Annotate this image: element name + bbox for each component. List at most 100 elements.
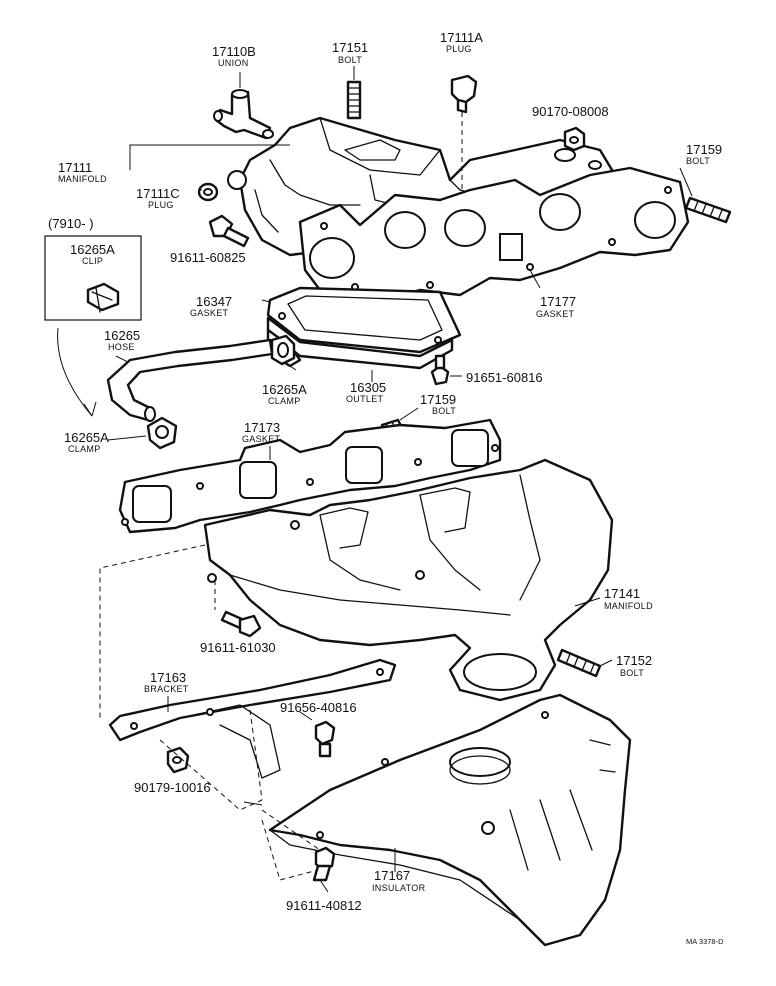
callout-91611-40812: 91611-40812 (286, 898, 362, 913)
svg-text:17159: 17159 (686, 142, 722, 157)
bolt-91611-61030 (220, 610, 262, 638)
callout-16265A-clamp-upper: 16265A CLAMP (262, 382, 307, 406)
clip-detail-box (44, 235, 142, 417)
callout-16347: 16347 GASKET (190, 294, 232, 318)
svg-text:91611-61030: 91611-61030 (200, 640, 276, 655)
svg-text:MANIFOLD: MANIFOLD (604, 601, 653, 611)
svg-text:BOLT: BOLT (432, 406, 456, 416)
callout-90170-08008: 90170-08008 (532, 104, 609, 119)
svg-text:BOLT: BOLT (620, 668, 644, 678)
callout-17159-upper: 17159 BOLT (686, 142, 722, 166)
bolt-91611-60825 (208, 214, 250, 248)
gasket-17177 (298, 166, 690, 302)
svg-text:17167: 17167 (374, 868, 410, 883)
callout-17167: 17167 INSULATOR (372, 868, 426, 893)
svg-text:BRACKET: BRACKET (144, 684, 189, 694)
svg-text:90170-08008: 90170-08008 (532, 104, 609, 119)
callout-91611-61030: 91611-61030 (200, 640, 276, 655)
leader-lines (107, 66, 693, 893)
callout-17111: 17111 MANIFOLD (58, 160, 107, 184)
hose-16265 (106, 338, 274, 422)
gasket-16347 (266, 286, 462, 354)
bracket-17163 (108, 658, 397, 779)
plug-17111C (197, 182, 219, 202)
svg-text:MA 3378-D: MA 3378-D (686, 937, 724, 946)
bolt-91651-60816 (430, 354, 450, 386)
bolt-91611-40812 (312, 846, 336, 882)
callout-17141: 17141 MANIFOLD (604, 586, 653, 611)
svg-text:17111: 17111 (58, 160, 92, 175)
svg-text:BOLT: BOLT (338, 55, 362, 65)
svg-text:PLUG: PLUG (148, 200, 174, 210)
callout-16265A-clip: 16265A CLIP (70, 242, 115, 266)
callout-17152: 17152 BOLT (616, 653, 652, 678)
nut-90179-10016 (166, 746, 190, 774)
svg-text:91656-40816: 91656-40816 (280, 700, 357, 715)
drawing-code: MA 3378-D (686, 937, 724, 946)
svg-text:16265: 16265 (104, 328, 140, 343)
svg-text:GASKET: GASKET (536, 309, 575, 319)
svg-text:OUTLET: OUTLET (346, 394, 384, 404)
svg-text:CLAMP: CLAMP (268, 396, 301, 406)
svg-text:17163: 17163 (150, 670, 186, 685)
svg-text:17152: 17152 (616, 653, 652, 668)
callout-17159-lower: 17159 BOLT (420, 392, 456, 416)
svg-text:17110B: 17110B (212, 44, 256, 59)
svg-text:(7910- ): (7910- ) (48, 216, 94, 231)
clamp-16265A-upper (270, 334, 296, 366)
svg-text:16265A: 16265A (262, 382, 307, 397)
svg-text:17159: 17159 (420, 392, 456, 407)
union-17110B (213, 89, 274, 140)
callout-91656-40816: 91656-40816 (280, 700, 357, 715)
callout-17151: 17151 BOLT (332, 40, 368, 65)
svg-text:91651-60816: 91651-60816 (466, 370, 543, 385)
callout-17110B: 17110B UNION (212, 44, 256, 68)
svg-text:16265A: 16265A (64, 430, 109, 445)
callout-16265A-clamp-lower: 16265A CLAMP (64, 430, 109, 454)
svg-text:17177: 17177 (540, 294, 576, 309)
callout-91651-60816: 91651-60816 (466, 370, 543, 385)
svg-text:90179-10016: 90179-10016 (134, 780, 211, 795)
svg-text:GASKET: GASKET (242, 434, 281, 444)
bolt-17151 (346, 80, 362, 120)
nut-90170-08008 (563, 126, 586, 152)
callout-91611-60825: 91611-60825 (170, 250, 246, 265)
svg-text:17151: 17151 (332, 40, 368, 55)
svg-text:16265A: 16265A (70, 242, 115, 257)
stud-bolt-17159-upper (684, 196, 732, 224)
stud-bolt-17152 (556, 648, 602, 678)
plug-17111A (450, 74, 478, 190)
exhaust-manifold-17141 (203, 458, 614, 702)
svg-text:17141: 17141 (604, 586, 640, 601)
bolt-91656-40816 (314, 720, 336, 758)
insulator-17167 (268, 693, 632, 947)
svg-text:UNION: UNION (218, 58, 249, 68)
svg-text:INSULATOR: INSULATOR (372, 883, 426, 893)
gasket-17173 (118, 418, 502, 534)
svg-text:17173: 17173 (244, 420, 280, 435)
svg-text:BOLT: BOLT (686, 156, 710, 166)
clamp-16265A-lower (146, 416, 178, 450)
svg-text:17111C: 17111C (136, 186, 180, 201)
callout-17111C: 17111C PLUG (136, 186, 180, 210)
svg-text:CLIP: CLIP (82, 256, 103, 266)
callout-90179-10016: 90179-10016 (134, 780, 211, 795)
svg-text:GASKET: GASKET (190, 308, 229, 318)
svg-text:16305: 16305 (350, 380, 386, 395)
svg-text:91611-60825: 91611-60825 (170, 250, 246, 265)
callout-17163: 17163 BRACKET (144, 670, 189, 694)
alignment-lines (99, 544, 321, 881)
callout-16265: 16265 HOSE (104, 328, 140, 352)
svg-text:17111A: 17111A (440, 30, 483, 45)
callout-17111A: 17111A PLUG (440, 30, 483, 54)
svg-text:CLAMP: CLAMP (68, 444, 101, 454)
callout-17177: 17177 GASKET (536, 294, 576, 319)
svg-text:91611-40812: 91611-40812 (286, 898, 362, 913)
svg-text:HOSE: HOSE (108, 342, 135, 352)
callout-17173: 17173 GASKET (242, 420, 281, 444)
svg-text:16347: 16347 (196, 294, 232, 309)
svg-text:PLUG: PLUG (446, 44, 472, 54)
callout-date-note: (7910- ) (48, 216, 94, 231)
svg-text:MANIFOLD: MANIFOLD (58, 174, 107, 184)
